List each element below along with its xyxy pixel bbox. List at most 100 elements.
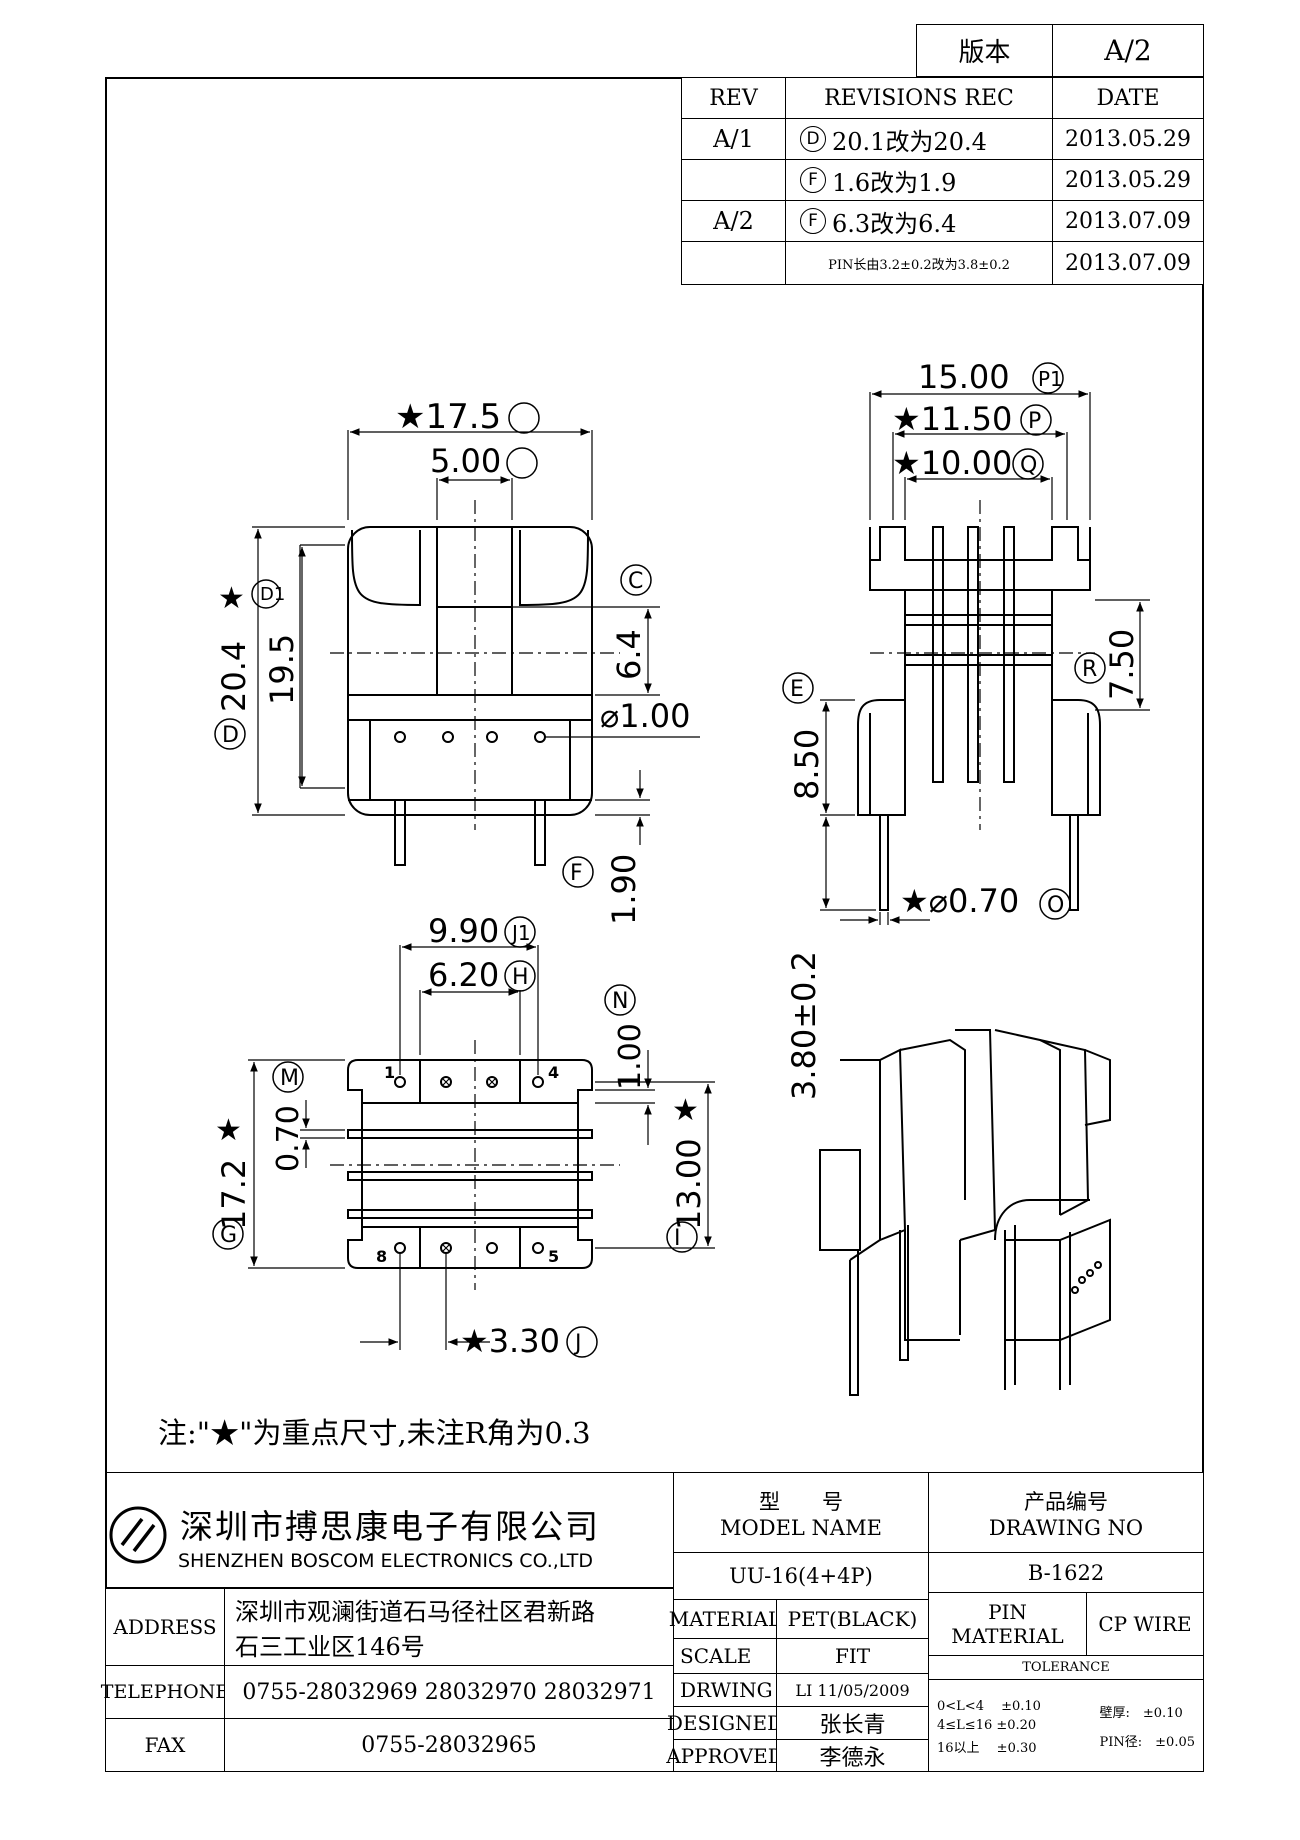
rev-row-3-date: 2013.07.09 (1052, 200, 1204, 242)
pin-4-label: 4 (548, 1063, 559, 1082)
tolerance-row-2: 4≤L≤16 ±0.20 (937, 1718, 1037, 1733)
top-left-view (252, 428, 700, 866)
drawing-label-cn: 产品编号 (1024, 1489, 1108, 1514)
tolerance-pin: PIN径: ±0.05 (1099, 1734, 1195, 1750)
company-name-en: SHENZHEN BOSCOM ELECTRONICS CO.,LTD (178, 1550, 594, 1572)
model-value: UU-16(4+4P) (673, 1552, 929, 1600)
address-line-2: 石三工业区146号 (235, 1633, 425, 1661)
dim-a: ★17.5 (395, 397, 501, 437)
address-value: 深圳市观澜街道石马径社区君新路 石三工业区146号 (224, 1588, 674, 1666)
drwing-label: DRWING (673, 1673, 777, 1707)
dim-m-mark: M (280, 1066, 299, 1091)
rev-row-1-rev: A/1 (681, 118, 786, 160)
dim-o: ★⌀0.70 (900, 882, 1019, 920)
dim-h: 6.20 (428, 956, 499, 994)
dim-star-g: ★ (215, 1113, 242, 1148)
approved-value: 李德永 (776, 1739, 929, 1772)
dim-n-mark: N (612, 989, 628, 1014)
date-header: DATE (1052, 77, 1204, 119)
dim-dia1: ⌀1.00 (600, 697, 691, 735)
version-label: 版本 (916, 24, 1053, 77)
telephone-label: TELEPHONE (101, 1665, 229, 1719)
address-label: ADDRESS (105, 1588, 225, 1666)
tolerance-row-1: 0<L<4 ±0.10 (937, 1699, 1041, 1714)
dim-q-mark: Q (1020, 453, 1037, 478)
isometric-view (819, 1029, 1111, 1396)
rec-header: REVISIONS REC (785, 77, 1053, 119)
dim-r-mark: R (1082, 657, 1097, 682)
rev-row-4-date: 2013.07.09 (1052, 241, 1204, 285)
dim-c: 6.4 (610, 629, 648, 680)
fax-value: 0755-28032965 (224, 1718, 674, 1772)
dim-p1: 15.00 (918, 358, 1010, 396)
dim-star-d: ★ (218, 581, 245, 616)
dim-d-mark: D (222, 723, 239, 748)
dim-f-mark: F (570, 861, 583, 886)
top-right-view (820, 390, 1150, 925)
model-label-cn: 型 号 (759, 1489, 843, 1514)
tolerance-values: 0<L<4 ±0.10 4≤L≤16 ±0.20 16以上 ±0.30 壁厚: … (928, 1679, 1204, 1772)
designed-value: 张长青 (776, 1706, 929, 1740)
dim-d1-mark: D1 (260, 584, 285, 605)
tolerance-extra: 壁厚: ±0.10 PIN径: ±0.05 (1100, 1702, 1195, 1750)
fax-label: FAX (105, 1718, 225, 1772)
rev-row-2-desc: 1.6改为1.9 (832, 168, 957, 197)
dim-b: 5.00 (430, 442, 501, 480)
rev-row-1-date: 2013.05.29 (1052, 118, 1204, 160)
dim-e-mark: E (790, 677, 804, 702)
dim-19-5: 19.5 (263, 634, 301, 705)
tolerance-wall: 壁厚: ±0.10 (1099, 1705, 1183, 1721)
pin-1-label: 1 (384, 1063, 395, 1082)
rev-row-2-date: 2013.05.29 (1052, 159, 1204, 201)
model-label-en: MODEL NAME (720, 1515, 882, 1540)
rev-header: REV (681, 77, 786, 119)
model-label: 型 号 MODEL NAME (673, 1472, 929, 1553)
rev-mark-badge: F (800, 208, 826, 234)
dim-j-mark: J (573, 1331, 582, 1356)
dim-pin-len: 3.80±0.2 (785, 951, 823, 1100)
pin-material-label-2: MATERIAL (951, 1624, 1064, 1648)
dim-o-mark: O (1047, 893, 1064, 918)
drawing-label: 产品编号 DRAWING NO (928, 1472, 1204, 1553)
telephone-value: 0755-28032969 28032970 28032971 (224, 1665, 674, 1719)
dim-c-mark: C (628, 569, 643, 594)
rev-row-3-desc: 6.3改为6.4 (832, 209, 957, 238)
company-logo-icon (109, 1506, 167, 1564)
dim-m: 0.70 (271, 1105, 306, 1172)
drawing-note: 注:"★"为重点尺寸,未注R角为0.3 (158, 1416, 591, 1450)
dim-p-mark: P (1028, 409, 1041, 434)
scale-value: FIT (776, 1638, 929, 1674)
rev-mark-badge: D (800, 126, 826, 152)
bottom-left-view (248, 943, 715, 1350)
dim-j1: 9.90 (428, 912, 499, 950)
dim-j1-mark: J1 (510, 921, 531, 945)
pin-8-label: 8 (376, 1247, 387, 1266)
material-label: MATERIAL (669, 1599, 781, 1639)
pin-material-label: PIN MATERIAL (928, 1592, 1087, 1656)
material-value: PET(BLACK) (776, 1599, 929, 1639)
dim-i: 13.00 (670, 1138, 708, 1230)
drwing-value: LI 11/05/2009 (776, 1673, 929, 1707)
dim-p1-mark: P1 (1038, 367, 1063, 391)
tolerance-row-3: 16以上 ±0.30 (937, 1741, 1037, 1756)
address-line-1: 深圳市观澜街道石马径社区君新路 (235, 1598, 595, 1626)
drawing-value: B-1622 (928, 1552, 1204, 1593)
version-value: A/2 (1052, 24, 1204, 77)
drawing-label-en: DRAWING NO (988, 1515, 1144, 1540)
dim-p: ★11.50 (892, 400, 1012, 438)
rev-row-4-text: PIN长由3.2±0.2改为3.8±0.2 (785, 241, 1053, 285)
rev-row-2-rev (681, 159, 786, 201)
dim-n: 1.00 (613, 1023, 648, 1090)
pin-material-value: CP WIRE (1086, 1592, 1204, 1656)
tolerance-ranges: 0<L<4 ±0.10 4≤L≤16 ±0.20 16以上 ±0.30 (937, 1695, 1041, 1756)
dim-f: 1.90 (605, 854, 643, 925)
dim-e: 8.50 (788, 729, 826, 800)
approved-label: APPROVED (666, 1739, 784, 1772)
dim-g: 17.2 (215, 1159, 253, 1230)
dim-h-mark: H (512, 965, 529, 990)
tolerance-label: TOLERANCE (928, 1655, 1204, 1680)
pin-5-label: 5 (548, 1247, 559, 1266)
dim-i-mark: I (674, 1226, 681, 1251)
rev-mark-badge: F (800, 167, 826, 193)
technical-drawing: ★17.5 5.00 C D1 ★ D 20.4 19.5 6.4 ⌀1.00 … (212, 358, 1150, 1396)
